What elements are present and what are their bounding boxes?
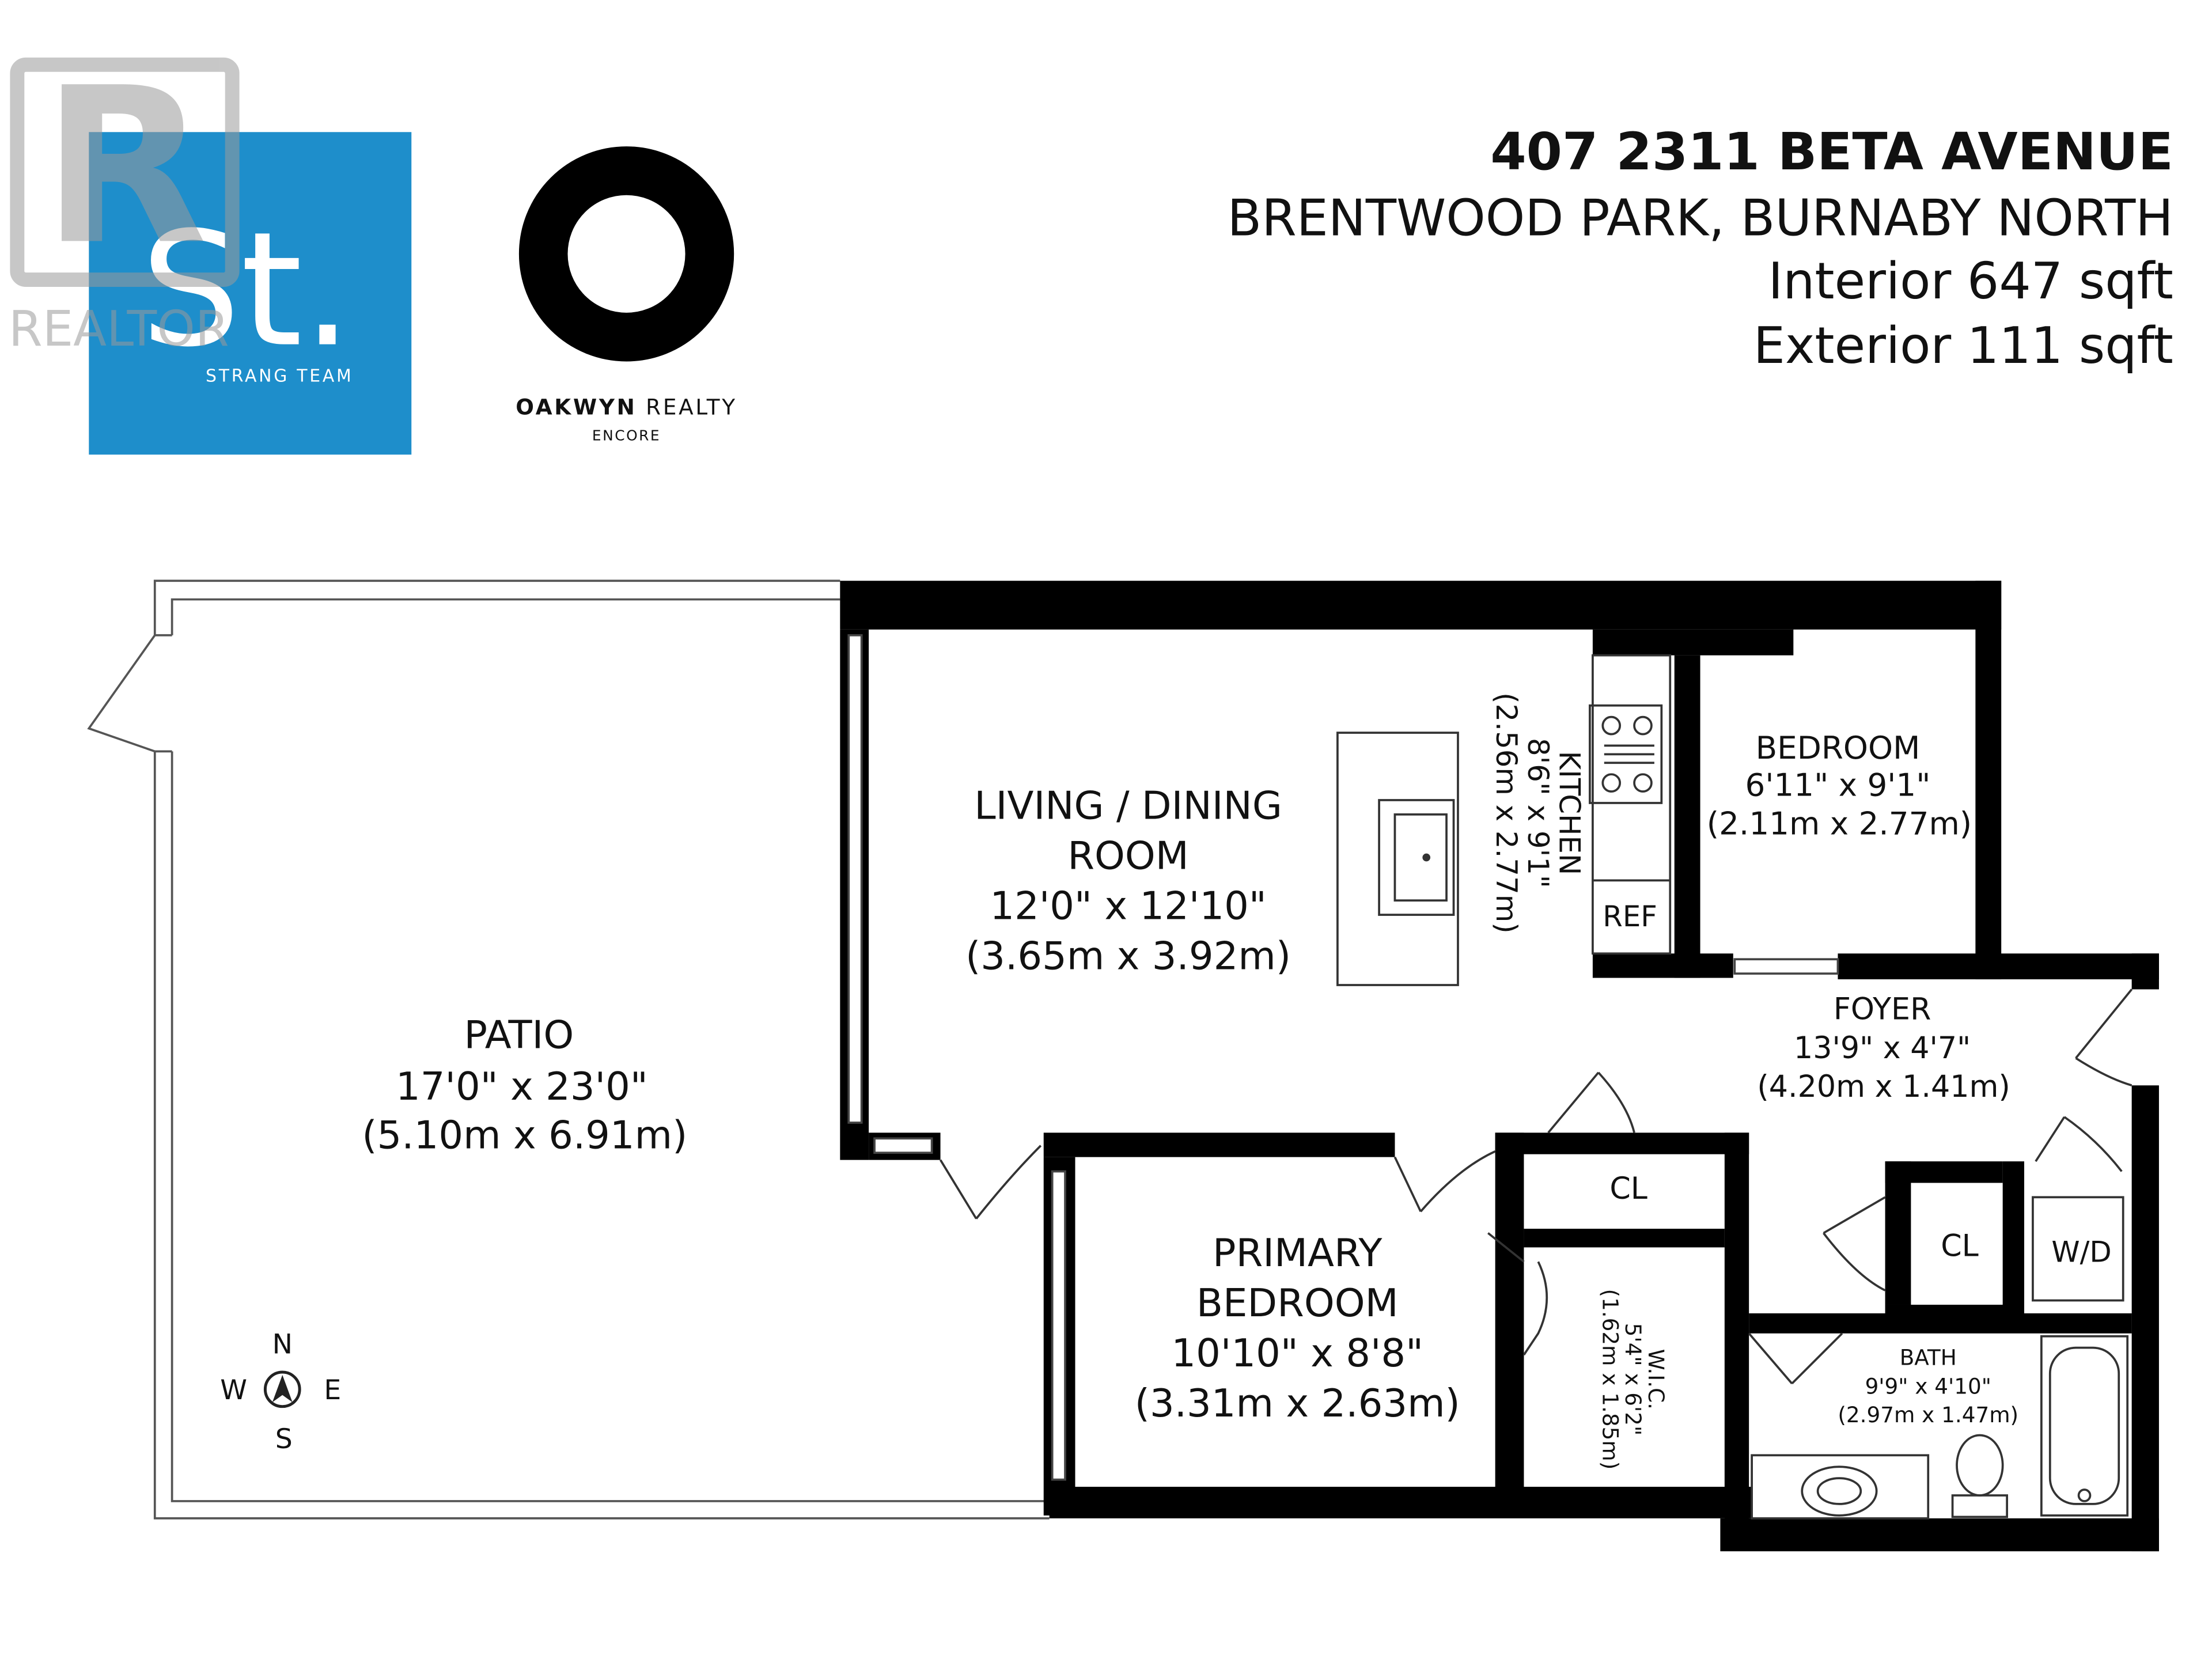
address-title: 407 2311 BETA AVENUE — [1490, 122, 2173, 182]
wic-metric: (1.62m x 1.85m) — [1597, 1289, 1623, 1470]
oakwyn-realty-logo: OAKWYN REALTY ENCORE — [516, 146, 737, 444]
ref-label: REF — [1603, 900, 1657, 933]
patio-outline — [87, 579, 1050, 1520]
wic-name: W.I.C. — [1643, 1349, 1669, 1410]
entry-door — [2075, 988, 2133, 1087]
walls — [840, 581, 2159, 1552]
wic-door — [1487, 1232, 1548, 1356]
kitchen-metric: (2.56m x 2.77m) — [1490, 692, 1523, 934]
stove-icon — [1589, 704, 1663, 804]
interior-area: Interior 647 sqft — [1768, 252, 2173, 310]
vanity-sink-icon — [1801, 1465, 1878, 1517]
oakwyn-ring-icon — [518, 146, 734, 362]
living-metric: (3.65m x 3.92m) — [965, 934, 1291, 979]
kitchen-imperial: 8'6" x 9'1" — [1521, 738, 1555, 888]
kitchen-counter — [1592, 654, 1672, 955]
laundry-label: W/D — [2051, 1235, 2111, 1268]
primary-metric: (3.31m x 2.63m) — [1135, 1381, 1460, 1426]
oakwyn-brand-main: OAKWYN — [516, 395, 637, 420]
bedroom-imperial: 6'11" x 9'1" — [1745, 767, 1931, 804]
primary-bedroom-door — [1393, 1150, 1496, 1213]
realtor-watermark-letter: R — [42, 42, 207, 292]
foyer-imperial: 13'9" x 4'7" — [1794, 1031, 1971, 1066]
vanity — [1751, 1454, 1930, 1520]
primary-name-line2: BEDROOM — [1196, 1281, 1399, 1325]
strang-team-name: STRANG TEAM — [206, 366, 353, 386]
realtor-watermark-frame — [10, 57, 240, 287]
bath-fixtures — [1751, 1196, 2129, 1520]
bedroom-metric: (2.11m x 2.77m) — [1707, 805, 1972, 842]
oakwyn-branch: ENCORE — [592, 427, 661, 444]
compass-ring-icon — [263, 1370, 301, 1408]
laundry-unit — [2032, 1196, 2124, 1302]
bath-imperial: 9'9" x 4'10" — [1865, 1373, 1991, 1399]
bathtub-icon — [2040, 1335, 2129, 1517]
kitchen-island — [1336, 732, 1459, 986]
room-labels: PATIO 17'0" x 23'0" (5.10m x 6.91m) LIVI… — [362, 692, 2111, 1469]
primary-name-line1: PRIMARY — [1213, 1230, 1382, 1275]
living-name-line1: LIVING / DINING — [974, 783, 1282, 828]
kitchen-sink-icon — [1378, 799, 1455, 916]
kitchen-fixtures — [1336, 654, 1672, 986]
patio-name: PATIO — [464, 1013, 574, 1058]
strang-team-mark: St. — [141, 198, 353, 382]
compass-east: E — [324, 1374, 341, 1406]
patio-gate-swing — [87, 634, 156, 753]
closet-1-label: CL — [1609, 1171, 1647, 1206]
patio-metric: (5.10m x 6.91m) — [362, 1113, 687, 1158]
windows — [847, 634, 1839, 1481]
closet2-door — [1823, 1196, 1886, 1291]
bath-metric: (2.97m x 1.47m) — [1838, 1402, 2018, 1427]
toilet-icon — [1956, 1434, 2004, 1497]
realtor-watermark: R REALTOR — [9, 42, 240, 357]
wic-imperial: 5'4" x 6'2" — [1620, 1323, 1646, 1436]
living-imperial: 12'0" x 12'10" — [990, 884, 1266, 929]
realtor-watermark-text: REALTOR — [9, 300, 229, 357]
wic-label: W.I.C. 5'4" x 6'2" (1.62m x 1.85m) — [1597, 1289, 1669, 1470]
bath-door — [1748, 1332, 1843, 1385]
oakwyn-brand: OAKWYN REALTY — [516, 395, 737, 420]
oakwyn-brand-second: REALTY — [646, 395, 737, 420]
foyer-name: FOYER — [1834, 992, 1931, 1027]
living-patio-door — [939, 1145, 1042, 1219]
compass-west: W — [220, 1374, 247, 1406]
doors — [939, 988, 2133, 1385]
bath-name: BATH — [1900, 1345, 1957, 1370]
foyer-metric: (4.20m x 1.41m) — [1757, 1069, 2010, 1104]
bedroom-name: BEDROOM — [1756, 729, 1921, 766]
laundry-door — [2035, 1116, 2123, 1172]
living-name-line2: ROOM — [1067, 833, 1188, 878]
compass-north: N — [272, 1329, 293, 1361]
closet-2-label: CL — [1941, 1228, 1979, 1263]
kitchen-name: KITCHEN — [1553, 751, 1586, 876]
compass-arrow-icon — [272, 1374, 293, 1403]
compass-south: S — [275, 1423, 293, 1455]
strang-team-logo: St. STRANG TEAM — [89, 132, 412, 455]
neighbourhood-line: BRENTWOOD PARK, BURNABY NORTH — [1227, 188, 2173, 247]
kitchen-label: KITCHEN 8'6" x 9'1" (2.56m x 2.77m) — [1490, 692, 1586, 934]
closet-door — [1547, 1071, 1635, 1134]
compass: N S W E — [220, 1329, 341, 1455]
strang-team-logo-background — [89, 132, 412, 455]
patio-imperial: 17'0" x 23'0" — [396, 1064, 648, 1109]
exterior-area: Exterior 111 sqft — [1753, 316, 2173, 375]
listing-header: 407 2311 BETA AVENUE BRENTWOOD PARK, BUR… — [1227, 122, 2173, 375]
primary-imperial: 10'10" x 8'8" — [1171, 1331, 1423, 1376]
